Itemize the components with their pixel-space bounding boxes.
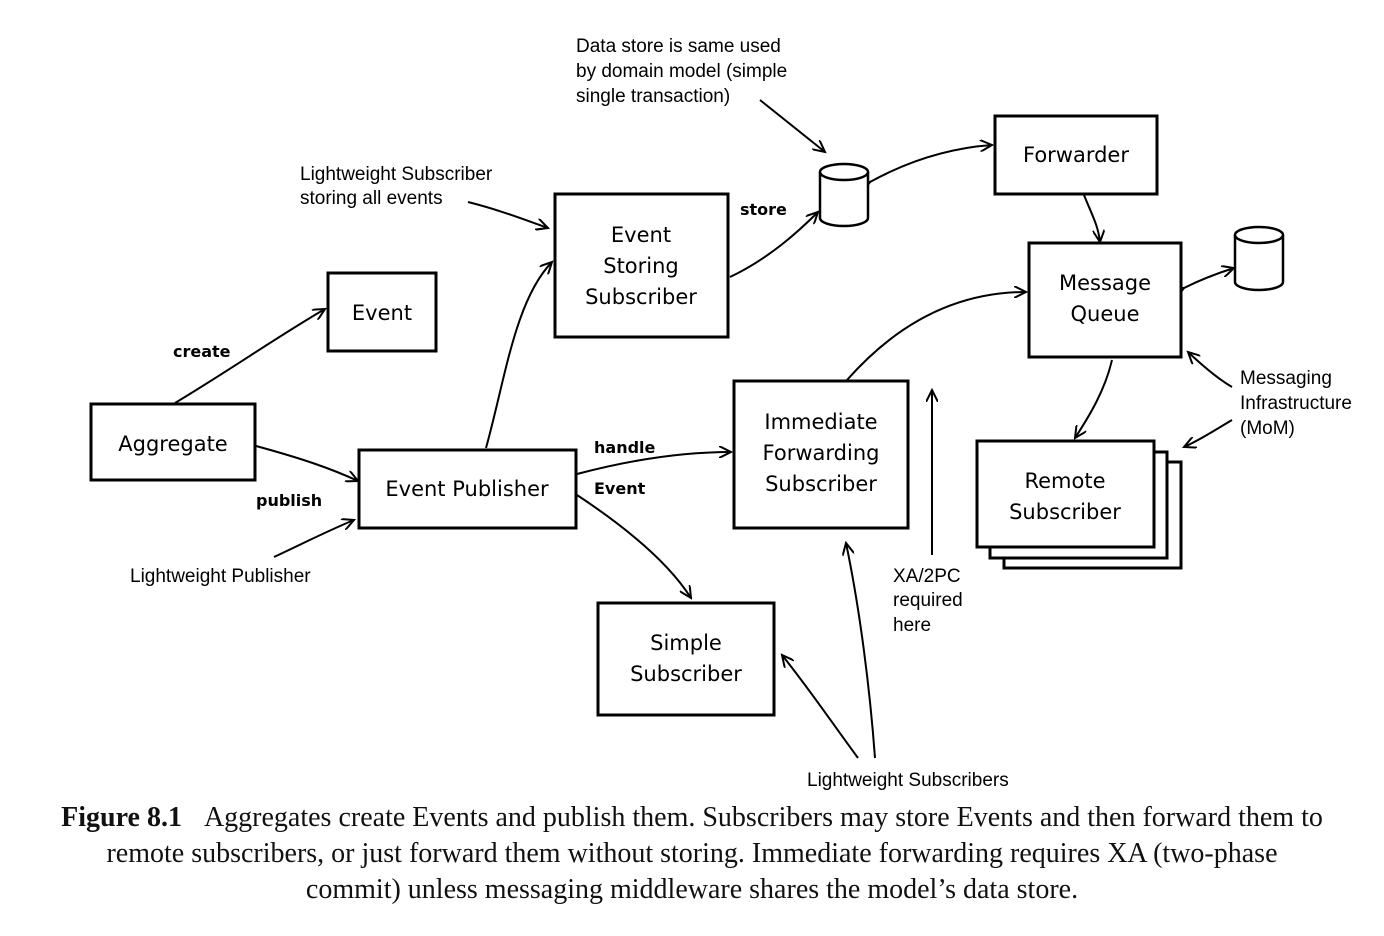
store-arrow [729,212,818,278]
forwarder-to-queue-arrow [1083,194,1100,242]
lightweight-subscriber-note-line-2: storing all events [300,188,443,209]
remote-subscriber-line-2: Subscriber [1009,500,1121,524]
event-storing-line-1: Event [611,223,671,247]
immediate-forwarding-line-2: Forwarding [763,441,880,465]
simple-subscriber-line-1: Simple [650,631,722,655]
forwarding-to-queue-arrow [846,292,1026,381]
publish-arrow [255,445,358,481]
queue-to-remote-arrow [1075,359,1113,438]
event-edge-label: Event [594,479,646,498]
xa-note-line-3: here [893,615,931,636]
xa-note-line-2: required [893,590,963,611]
immediate-forwarding-line-3: Subscriber [765,472,877,496]
subscribers-to-forwarding-pointer [846,543,876,759]
publisher-to-storing-arrow [485,262,552,449]
domain-data-store [818,162,870,228]
message-queue-line-2: Queue [1071,302,1140,326]
store-label: store [740,200,787,219]
store-forwarder-arrow [870,145,992,182]
lightweight-subscribers-note: Lightweight Subscribers [807,770,1009,791]
handle-label: handle [594,438,656,457]
messaging-infrastructure-note: Messaging Infrastructure (MoM) [1240,368,1352,439]
simple-subscriber-line-2: Subscriber [630,662,742,686]
create-label: create [173,342,231,361]
event-publisher-label: Event Publisher [385,477,549,501]
simple-subscriber-node: Simple Subscriber [596,601,776,717]
connectors [174,99,1234,759]
event-storing-line-3: Subscriber [585,285,697,309]
xa-note-line-1: XA/2PC [893,566,961,587]
forwarder-label: Forwarder [1023,143,1129,167]
event-storing-line-2: Storing [603,254,679,278]
figure-number: Figure 8.1 [61,802,182,833]
aggregate-node: Aggregate [89,402,257,482]
queue-store-arrow [1184,268,1234,288]
message-queue-line-1: Message [1059,271,1151,295]
event-label: Event [352,301,412,325]
event-node: Event [326,271,438,353]
immediate-forwarding-line-1: Immediate [764,410,877,434]
data-store-note-pointer [759,99,825,152]
aggregate-label: Aggregate [118,432,227,456]
xa-2pc-note: XA/2PC required here [893,566,963,636]
immediate-forwarding-subscriber-node: Immediate Forwarding Subscriber [732,379,910,530]
remote-subscriber-line-1: Remote [1024,469,1105,493]
event-publisher-node: Event Publisher [357,448,578,530]
data-store-note-line-1: Data store is same used [576,36,781,57]
publish-label: publish [256,491,322,510]
data-store-note-line-3: single transaction) [576,86,730,107]
data-store-note-line-2: by domain model (simple [576,61,787,82]
mom-note-pointer-queue [1188,352,1233,388]
lightweight-subscriber-note: Lightweight Subscriber storing all event… [300,164,493,209]
event-storing-subscriber-node: Event Storing Subscriber [553,192,730,339]
message-queue-node: Message Queue [1027,241,1183,359]
handle-arrow [576,452,731,475]
lightweight-subscriber-note-pointer [467,201,548,228]
subscribers-to-simple-pointer [782,655,859,759]
mom-note-pointer-remote [1184,419,1233,447]
lightweight-publisher-note-pointer [273,520,354,558]
data-store-note: Data store is same used by domain model … [576,36,787,107]
mom-note-line-1: Messaging [1240,368,1332,389]
mom-note-line-2: Infrastructure [1240,393,1352,414]
remote-subscriber-node: Remote Subscriber [975,439,1183,570]
forwarder-node: Forwarder [993,114,1159,196]
create-arrow [174,309,325,404]
event-to-simple-arrow [576,494,691,598]
lightweight-publisher-note: Lightweight Publisher [130,566,311,587]
queue-data-store [1233,225,1285,292]
lightweight-subscriber-note-line-1: Lightweight Subscriber [300,164,493,185]
figure-caption-text: Aggregates create Events and publish the… [106,802,1323,905]
mom-note-line-3: (MoM) [1240,418,1295,439]
